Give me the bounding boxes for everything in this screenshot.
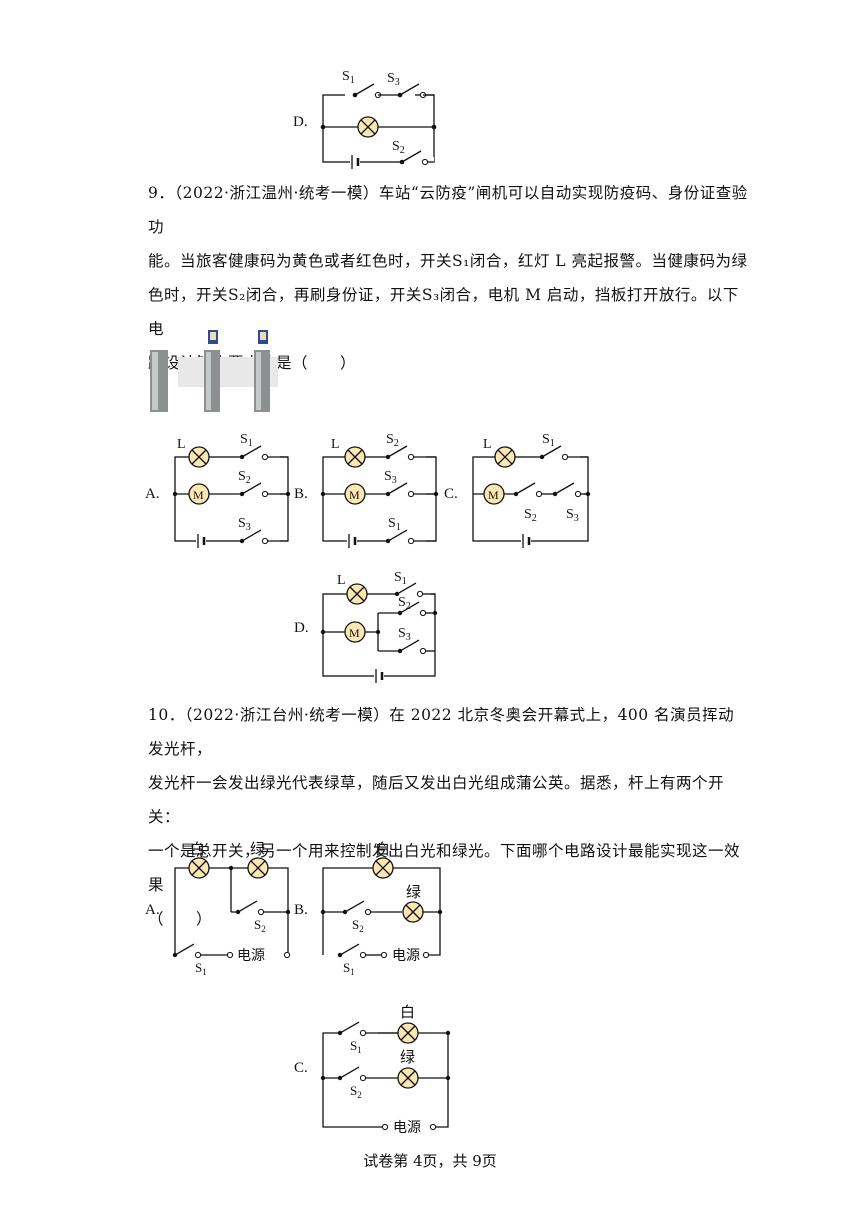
- q10-option-b-label[interactable]: B.: [294, 902, 308, 918]
- q9-circuits-abc: L S1 M S2 S3 L S2 M S3 S1 L S1 M S2: [172, 432, 591, 548]
- q9-circuit-d: L S1 M S2 S3: [320, 570, 438, 683]
- svg-text:白: 白: [190, 841, 205, 858]
- svg-text:S2: S2: [254, 917, 266, 934]
- q8-option-d-label[interactable]: D.: [293, 114, 308, 130]
- gate-photo: [150, 330, 278, 412]
- svg-text:白: 白: [400, 1004, 415, 1021]
- q10-option-a-label[interactable]: A.: [145, 902, 160, 918]
- svg-text:电源: 电源: [393, 1120, 421, 1136]
- q10-circuits: S2 白 绿 S1 电源 S2 绿 白 S1 电源 S1 白 S2 绿 电源: [172, 841, 451, 1136]
- question-10-text: 10．（2022·浙江台州·统考一模）在 2022 北京冬奥会开幕式上，400 …: [148, 706, 741, 928]
- svg-text:M: M: [488, 488, 499, 502]
- svg-text:绿: 绿: [250, 841, 265, 858]
- svg-text:S1: S1: [195, 960, 207, 977]
- svg-text:电源: 电源: [237, 948, 265, 964]
- q9-option-a-label[interactable]: A.: [145, 486, 160, 502]
- svg-text:L: L: [483, 437, 492, 452]
- svg-text:L: L: [177, 437, 186, 452]
- svg-text:M: M: [193, 488, 204, 502]
- svg-text:S1: S1: [343, 960, 355, 977]
- svg-text:M: M: [349, 626, 360, 640]
- svg-text:L: L: [337, 573, 346, 588]
- q10-option-c-label[interactable]: C.: [294, 1060, 308, 1076]
- svg-text:L: L: [331, 437, 340, 452]
- svg-text:S2: S2: [350, 1083, 362, 1100]
- svg-text:绿: 绿: [406, 884, 421, 901]
- q9-option-c-label[interactable]: C.: [444, 486, 458, 502]
- q8-circuit-d: S1 S3 S2: [320, 69, 437, 169]
- svg-text:S1: S1: [350, 1038, 362, 1055]
- svg-text:S2: S2: [352, 917, 364, 934]
- page-footer: 试卷第 4页，共 9页: [363, 1152, 497, 1170]
- q9-option-b-label[interactable]: B.: [294, 486, 308, 502]
- svg-text:绿: 绿: [400, 1049, 415, 1066]
- svg-text:M: M: [349, 488, 360, 502]
- svg-text:白: 白: [375, 841, 390, 858]
- question-9-text: 9．（2022·浙江温州·统考一模）车站“云防疫”闸机可以自动实现防疫码、身份证…: [148, 184, 748, 372]
- svg-text:电源: 电源: [392, 948, 420, 964]
- q9-option-d-label[interactable]: D.: [294, 620, 309, 636]
